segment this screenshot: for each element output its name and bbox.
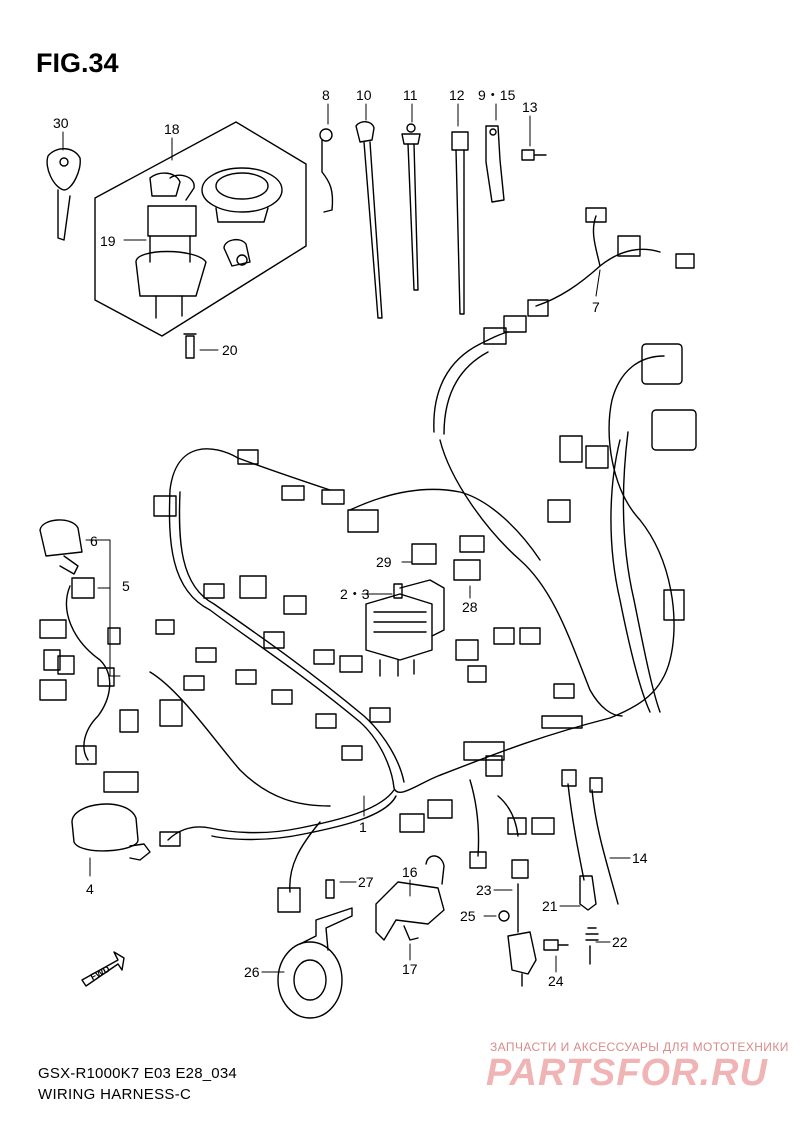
spring-22-part (585, 927, 599, 965)
callout-13: 13 (522, 99, 538, 115)
clamp-9-15-part (485, 125, 505, 203)
watermark-logo: PARTSFOR.RU (486, 1052, 768, 1094)
bolt-24-part (543, 939, 569, 951)
harness-5-part (65, 585, 111, 761)
lead-23 (469, 779, 519, 857)
horn-26-part (277, 907, 353, 1019)
callout-27: 27 (358, 874, 374, 890)
callout-10: 10 (356, 87, 372, 103)
callout-23: 23 (476, 882, 492, 898)
callout-21: 21 (542, 898, 558, 914)
fwd-label: FWD (89, 963, 112, 982)
cable-tie-10-part (355, 121, 383, 319)
callout-7: 7 (592, 299, 600, 315)
footer-model-code: GSX-R1000K7 E03 E28_034 (38, 1065, 237, 1082)
figure-title: FIG.34 (36, 48, 119, 78)
callout-2-3: 2・3 (340, 586, 370, 602)
junction-box-part (365, 579, 445, 677)
cable-tie-11-part (401, 123, 421, 291)
harness-lower-branch-2 (211, 795, 397, 841)
callout-26: 26 (244, 964, 260, 980)
callout-28: 28 (462, 599, 478, 615)
bolt-13-part (521, 149, 547, 161)
callout-1: 1 (359, 819, 367, 835)
lock-cylinder-part (223, 238, 251, 267)
harness-right-branch (439, 439, 623, 717)
lead-21 (567, 783, 585, 881)
bracket-16-part (375, 855, 445, 941)
switch-21-part (579, 875, 597, 911)
callout-5: 5 (122, 578, 130, 594)
callout-14: 14 (632, 850, 648, 866)
footer-diagram-title: WIRING HARNESS-C (38, 1086, 192, 1103)
callout-24: 24 (548, 973, 564, 989)
fwd-arrow-icon (81, 951, 125, 987)
callout-20: 20 (222, 342, 238, 358)
harness-to-front-2 (443, 351, 489, 435)
callout-6: 6 (90, 533, 98, 549)
sub-harness-5-part (39, 577, 121, 701)
harness-left-branch (149, 671, 331, 807)
callout-16: 16 (402, 864, 418, 880)
harness-top-arch (237, 457, 541, 561)
cable-tie-12-part (451, 131, 469, 315)
callout-29: 29 (376, 554, 392, 570)
cover-4-part (71, 803, 151, 861)
watermark-tagline: ЗАПЧАСТИ И АКСЕССУАРЫ ДЛЯ МОТОТЕХНИКИ (490, 1040, 789, 1054)
sensor-23-part (507, 883, 537, 987)
harness-right-branch-2 (610, 439, 651, 713)
ignition-kit-box (94, 121, 307, 337)
callout-11: 11 (403, 87, 418, 103)
callout-9-15: 9・15 (478, 87, 516, 103)
harness-to-front (433, 331, 509, 433)
harness-lower-branch (167, 789, 395, 841)
main-harness-trunk (168, 355, 675, 794)
screw-27-part (325, 879, 335, 899)
callout-25: 25 (460, 908, 476, 924)
harness-right-branch-3 (622, 431, 661, 713)
callout-18: 18 (164, 121, 180, 137)
callout-12: 12 (449, 87, 465, 103)
callout-30: 30 (53, 115, 69, 131)
harness-sub-7b (592, 215, 601, 267)
fuel-cap-part (201, 167, 283, 223)
nut-25-part (498, 910, 510, 922)
fuse-2-3-part (393, 583, 403, 599)
horn-lead (289, 821, 321, 893)
screw-20-part (183, 333, 197, 359)
clamp-8-part (319, 128, 334, 213)
callout-17: 17 (402, 961, 418, 977)
main-harness-trunk-2 (178, 491, 405, 783)
lead-14 (591, 789, 619, 905)
harness-connectors (75, 207, 697, 913)
callout-4: 4 (86, 881, 94, 897)
callout-19: 19 (100, 233, 116, 249)
ignition-switch-part (135, 172, 207, 319)
plug-6-part (39, 519, 83, 575)
callout-22: 22 (612, 934, 628, 950)
callout-8: 8 (322, 87, 330, 103)
key-30-part (46, 148, 81, 241)
leader-lines (62, 103, 631, 973)
